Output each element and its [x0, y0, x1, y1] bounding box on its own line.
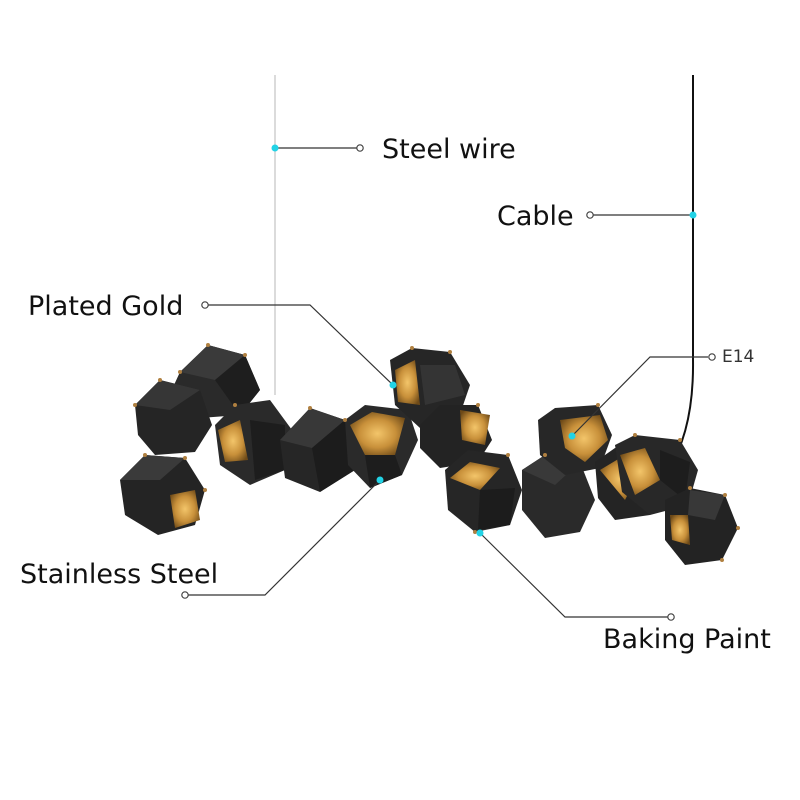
leader-baking-paint [479, 532, 668, 618]
label-cable: Cable [497, 201, 574, 232]
endpoint-baking-paint [667, 613, 675, 621]
shade-4 [215, 400, 292, 485]
shade-6 [345, 405, 418, 488]
label-e14: E14 [722, 347, 755, 367]
endpoint-e14 [708, 353, 716, 361]
label-steel-wire: Steel wire [382, 134, 516, 165]
leader-e14 [571, 356, 708, 437]
marker-cable [689, 211, 697, 219]
label-plated-gold: Plated Gold [28, 291, 184, 322]
endpoint-stainless-steel [181, 591, 189, 599]
marker-steel-wire [271, 144, 279, 152]
marker-plated-gold [389, 381, 397, 389]
label-baking-paint: Baking Paint [603, 624, 771, 655]
shade-9 [445, 450, 522, 532]
leader-stainless-steel [185, 479, 381, 596]
endpoint-plated-gold [201, 301, 209, 309]
shade-11 [538, 405, 612, 475]
shade-5 [280, 408, 355, 492]
endpoint-cable [586, 211, 594, 219]
shade-14 [665, 488, 738, 565]
marker-stainless-steel [376, 476, 384, 484]
marker-e14 [568, 432, 576, 440]
endpoint-steel-wire [356, 144, 364, 152]
marker-baking-paint [476, 529, 484, 537]
shade-2 [135, 380, 212, 455]
leader-plated-gold [205, 304, 394, 386]
rivets [133, 343, 740, 562]
label-stainless-steel: Stainless Steel [20, 559, 219, 590]
shade-3 [120, 455, 205, 535]
cable-line [667, 75, 695, 471]
